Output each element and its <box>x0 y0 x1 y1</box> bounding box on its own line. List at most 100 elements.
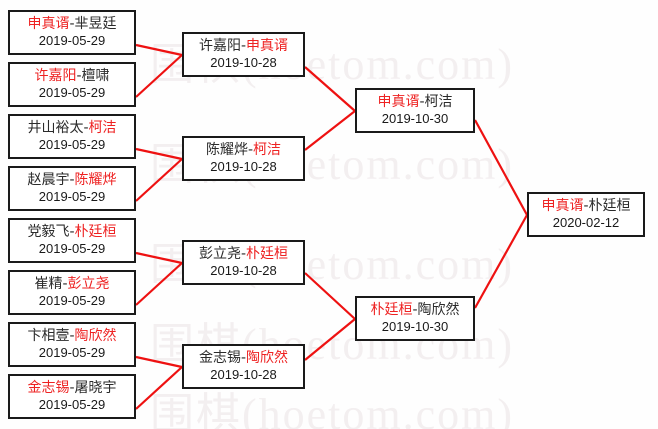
player-loser: 陈耀烨 <box>205 142 248 159</box>
player-loser: 金志锡 <box>198 350 241 367</box>
player-loser: 许嘉阳 <box>198 38 241 55</box>
player-separator: - <box>247 142 254 159</box>
match-date: 2019-05-29 <box>38 188 106 204</box>
match-players: 党毅飞-朴廷桓 <box>27 224 116 240</box>
match-date: 2019-10-30 <box>381 110 449 126</box>
match-date: 2019-05-29 <box>38 344 106 360</box>
player-separator: - <box>76 68 82 85</box>
player-separator: - <box>240 350 247 367</box>
match-date: 2019-10-28 <box>210 54 277 70</box>
bracket-connector <box>135 147 183 161</box>
match-players: 赵晨宇-陈耀烨 <box>27 172 116 188</box>
bracket-connector <box>135 54 183 98</box>
bracket-connector <box>474 214 528 309</box>
player-separator: - <box>419 94 425 111</box>
match-date: 2019-05-29 <box>38 136 106 152</box>
player-winner: 陶欣然 <box>246 350 289 367</box>
match-players: 金志锡-屠晓宇 <box>27 380 116 396</box>
player-separator: - <box>240 38 247 55</box>
match-date: 2019-05-29 <box>38 396 106 412</box>
player-loser: 崔精 <box>34 276 63 293</box>
match-players: 朴廷桓-陶欣然 <box>370 302 459 318</box>
match-date: 2019-05-29 <box>38 84 106 100</box>
player-winner: 彭立尧 <box>67 276 110 293</box>
player-loser: 井山裕太 <box>27 120 84 137</box>
bracket-connector <box>304 110 356 151</box>
player-winner: 陶欣然 <box>74 328 117 345</box>
player-separator: - <box>69 172 75 189</box>
player-loser: 芈昱廷 <box>74 16 117 33</box>
player-loser: 卞相壹 <box>27 328 70 345</box>
bracket-connector <box>474 119 528 216</box>
match-players: 金志锡-陶欣然 <box>199 350 288 366</box>
bracket-connector <box>135 158 183 202</box>
player-winner: 朴廷桓 <box>370 302 413 319</box>
match-players: 申真谞-柯洁 <box>377 94 452 110</box>
match-date: 2019-10-28 <box>210 262 277 278</box>
bracket-connector <box>304 66 356 112</box>
match-players: 崔精-彭立尧 <box>34 276 109 292</box>
player-separator: - <box>69 380 75 397</box>
player-separator: - <box>62 276 68 293</box>
match-date: 2019-10-28 <box>210 366 277 382</box>
player-separator: - <box>240 246 247 263</box>
match-players: 申真谞-芈昱廷 <box>27 16 116 32</box>
player-winner: 朴廷桓 <box>246 246 289 263</box>
match-players: 井山裕太-柯洁 <box>27 120 116 136</box>
bracket-connector <box>135 355 183 369</box>
player-separator: - <box>583 198 589 215</box>
player-separator: - <box>69 224 75 241</box>
match-players: 彭立尧-朴廷桓 <box>199 246 288 262</box>
match-date: 2019-05-29 <box>38 292 106 308</box>
bracket-connector <box>304 272 356 320</box>
player-loser: 檀啸 <box>81 68 110 85</box>
match-date: 2019-10-28 <box>210 158 277 174</box>
player-separator: - <box>83 120 89 137</box>
match-players: 许嘉阳-申真谞 <box>199 38 288 54</box>
match-players: 申真谞-朴廷桓 <box>541 198 630 214</box>
player-winner: 申真谞 <box>27 16 70 33</box>
bracket-connector <box>135 262 183 306</box>
bracket-connector <box>304 318 356 361</box>
player-loser: 屠晓宇 <box>74 380 117 397</box>
player-loser: 陶欣然 <box>417 302 460 319</box>
player-winner: 许嘉阳 <box>34 68 77 85</box>
player-winner: 柯洁 <box>88 120 117 137</box>
player-loser: 朴廷桓 <box>588 198 631 215</box>
player-winner: 朴廷桓 <box>74 224 117 241</box>
player-loser: 赵晨宇 <box>27 172 70 189</box>
player-loser: 彭立尧 <box>198 246 241 263</box>
bracket-connector <box>135 366 183 410</box>
player-loser: 柯洁 <box>424 94 453 111</box>
bracket-connector <box>135 251 183 265</box>
match-date: 2019-05-29 <box>38 240 106 256</box>
match-date: 2019-10-30 <box>381 318 449 334</box>
player-separator: - <box>69 328 75 345</box>
match-date: 2020-02-12 <box>552 214 620 230</box>
player-loser: 党毅飞 <box>27 224 70 241</box>
match-date: 2019-05-29 <box>38 32 106 48</box>
match-players: 陈耀烨-柯洁 <box>206 142 281 158</box>
player-winner: 申真谞 <box>541 198 584 215</box>
player-separator: - <box>412 302 418 319</box>
player-winner: 申真谞 <box>246 38 289 55</box>
match-players: 卞相壹-陶欣然 <box>27 328 116 344</box>
player-separator: - <box>69 16 75 33</box>
